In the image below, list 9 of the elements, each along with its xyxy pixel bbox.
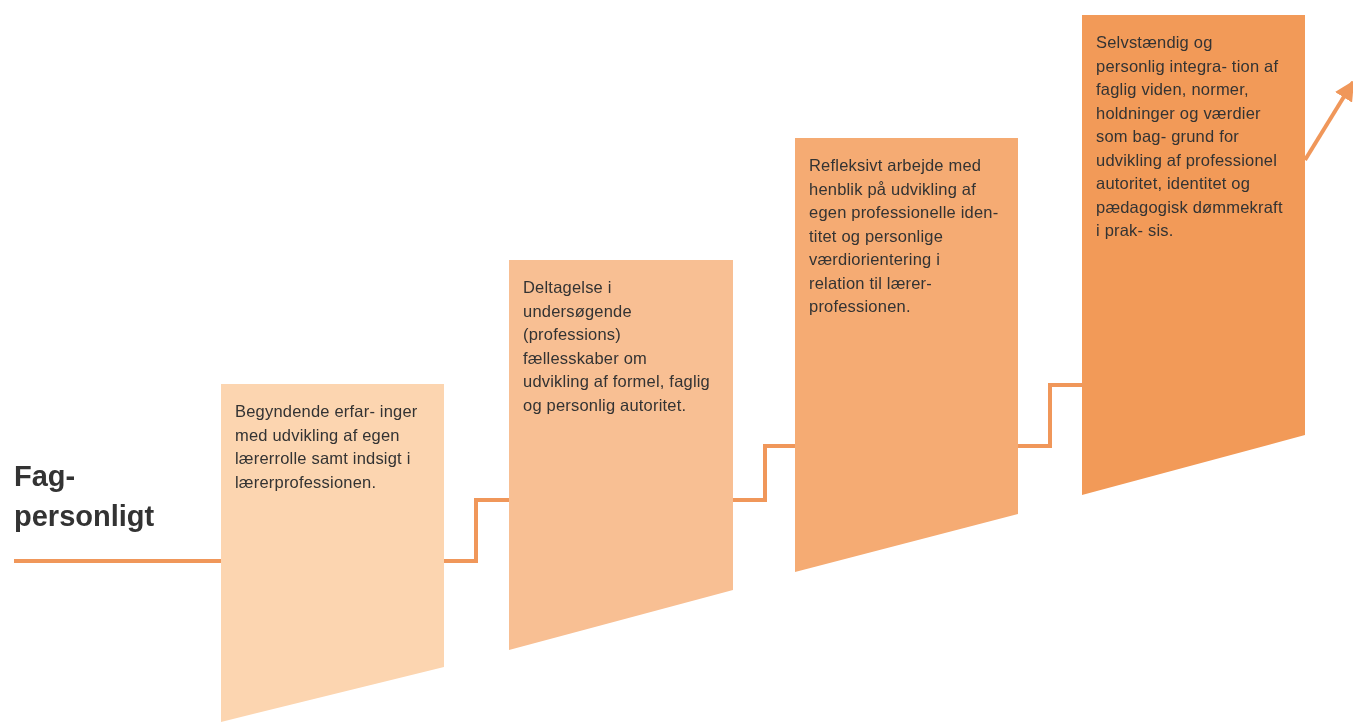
row-heading: Fag- personligt <box>14 459 156 534</box>
connector-line <box>733 444 795 502</box>
connector-line <box>444 498 509 563</box>
connector-line <box>1018 383 1082 448</box>
connector-line <box>14 559 221 563</box>
step-text: Deltagelse i undersøgende (professions) fællesskaber om udvikling af formel, faglig og personlig autoritet. <box>523 277 711 416</box>
step-text: Refleksivt arbejde med henblik på udvikling af egen professionelle iden- titet og personlige værdiorientering i relation til lærer- professionen. <box>809 155 999 317</box>
step-text: Begyndende erfar- inger med udvikling af egen lærerrolle samt indsigt i lærerprofessionen. <box>235 401 419 493</box>
step-text: Selvstændig og personlig integra- tion af faglig viden, normer, holdninger og værdier som bag- grund for udvikling af professionel autoritet, identitet og pædagogisk dømmekraft i prak- sis. <box>1096 32 1284 241</box>
